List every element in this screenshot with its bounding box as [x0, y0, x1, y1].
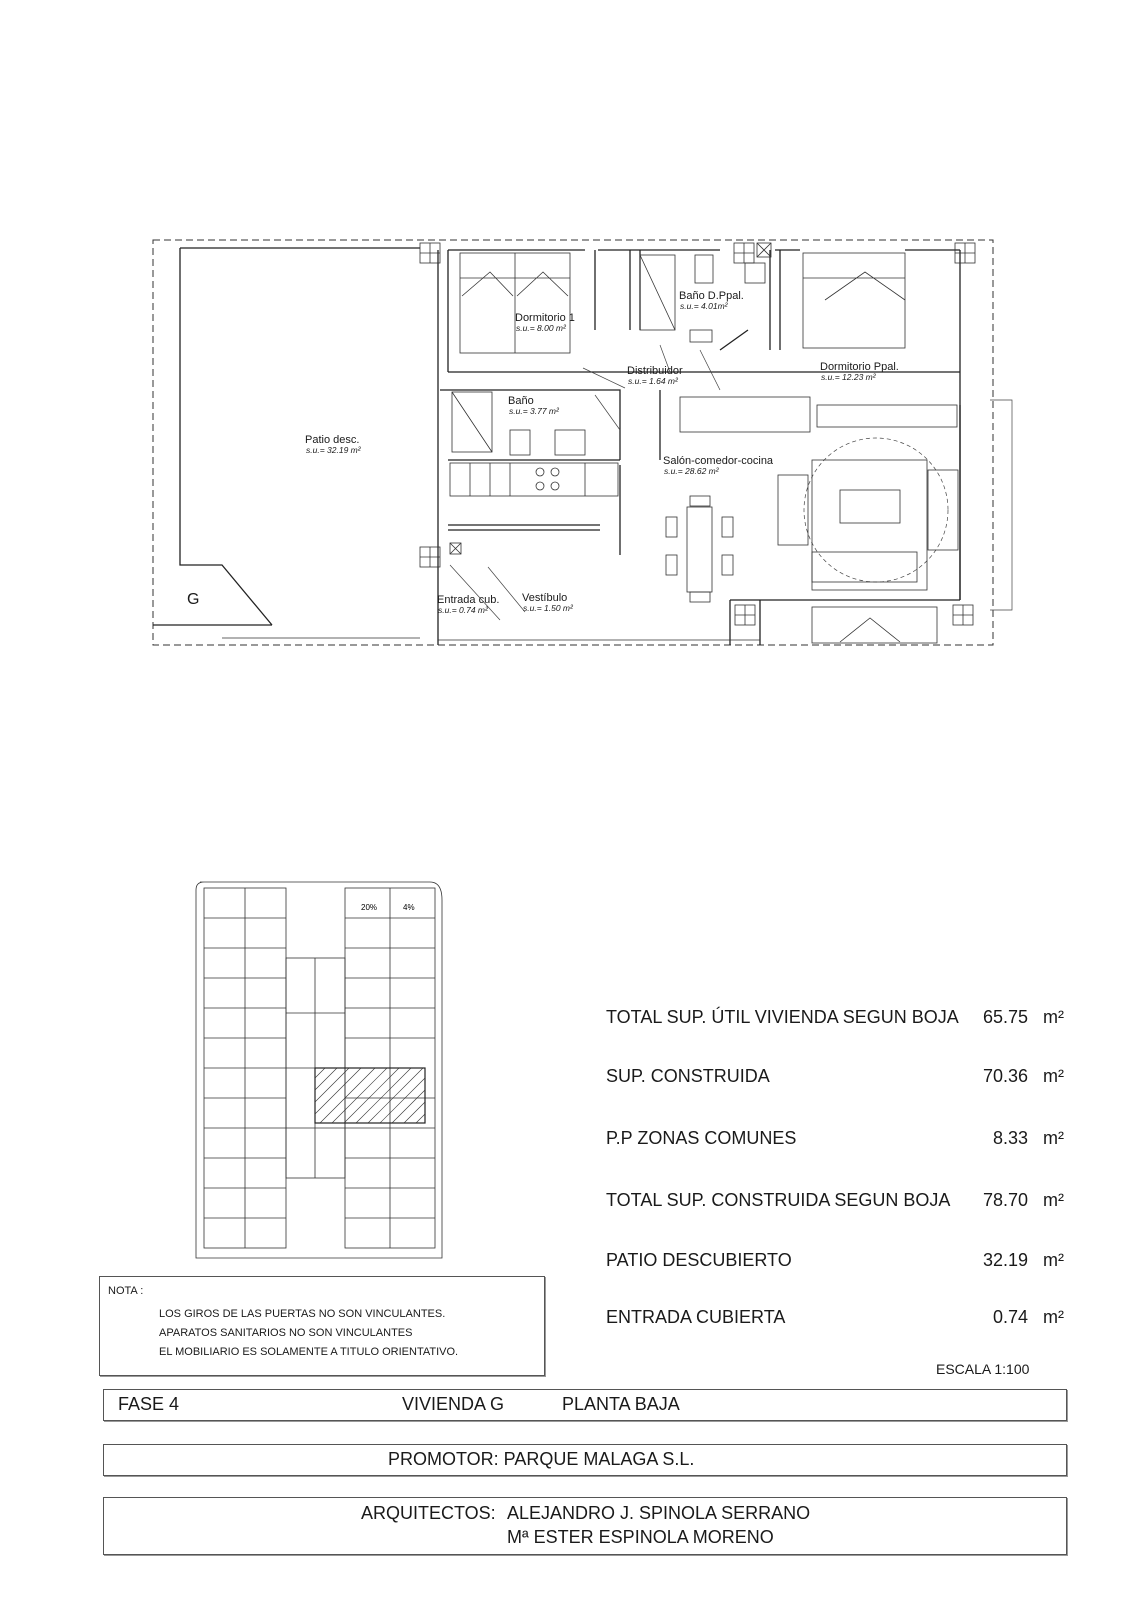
bed-dormitorio-ppal: [802, 252, 906, 349]
summary-label: SUP. CONSTRUIDA: [606, 1066, 770, 1086]
wardrobe-2: [816, 404, 958, 428]
note-box: NOTA : LOS GIROS DE LAS PUERTAS NO SON V…: [99, 1276, 545, 1376]
floor-plan: Dormitorio 1 s.u.= 8.00 m² Baño D.Ppal. …: [152, 239, 1013, 646]
svg-text:s.u.= 0.74 m²: s.u.= 0.74 m²: [438, 605, 489, 615]
svg-text:Dormitorio 1: Dormitorio 1: [515, 312, 575, 324]
summary-value: 65.75: [982, 1007, 1028, 1027]
svg-text:s.u.= 12.23 m²: s.u.= 12.23 m²: [821, 372, 877, 382]
room-label-entrada: Entrada cub. s.u.= 0.74 m²: [437, 594, 499, 615]
summary-value: 32.19: [982, 1250, 1028, 1270]
room-label-patio: Patio desc. s.u.= 32.19 m²: [305, 434, 362, 455]
svg-text:s.u.= 4.01m²: s.u.= 4.01m²: [680, 301, 729, 311]
room-label-dormitorio-ppal: Dormitorio Ppal. s.u.= 12.23 m²: [820, 361, 899, 382]
summary-row: P.P ZONAS COMUNES 8.33 m²: [606, 1128, 1064, 1152]
patio-wall: [153, 247, 420, 626]
svg-text:s.u.= 8.00 m²: s.u.= 8.00 m²: [516, 323, 567, 333]
front-terrace-element: [811, 606, 938, 644]
summary-row: TOTAL SUP. CONSTRUIDA SEGUN BOJA 78.70 m…: [606, 1190, 1064, 1214]
summary-label: PATIO DESCUBIERTO: [606, 1250, 792, 1270]
summary-value: 70.36: [982, 1066, 1028, 1086]
svg-text:Baño: Baño: [508, 395, 534, 407]
architect-1: ALEJANDRO J. SPINOLA SERRANO: [507, 1503, 811, 1523]
summary-unit: m²: [1043, 1128, 1064, 1148]
summary-unit: m²: [1043, 1190, 1064, 1210]
svg-text:s.u.= 1.64 m²: s.u.= 1.64 m²: [628, 376, 679, 386]
title-box-phase: FASE 4 VIVIENDA G PLANTA BAJA: [103, 1389, 1067, 1421]
bath-fixtures: [451, 254, 766, 456]
summary-unit: m²: [1043, 1250, 1064, 1270]
bottom-wall-line: [222, 637, 760, 641]
summary-row: ENTRADA CUBIERTA 0.74 m²: [606, 1307, 1064, 1331]
promoter-label: PROMOTOR: PARQUE MALAGA S.L.: [388, 1449, 695, 1469]
summary-row: SUP. CONSTRUIDA 70.36 m²: [606, 1066, 1064, 1090]
title-box-promoter: PROMOTOR: PARQUE MALAGA S.L.: [103, 1444, 1067, 1476]
svg-text:Dormitorio Ppal.: Dormitorio Ppal.: [820, 361, 899, 373]
svg-text:Vestíbulo: Vestíbulo: [522, 592, 567, 604]
unit-letter: G: [187, 591, 199, 608]
summary-unit: m²: [1043, 1066, 1064, 1086]
room-label-dormitorio-1: Dormitorio 1 s.u.= 8.00 m²: [515, 312, 575, 333]
scale-label: ESCALA 1:100: [936, 1361, 1030, 1377]
door-swings: [449, 344, 1013, 621]
living-set: [777, 437, 959, 591]
phase-label: FASE 4: [118, 1394, 180, 1414]
key-plan: 20% 4%: [195, 881, 443, 1259]
summary-unit: m²: [1043, 1307, 1064, 1327]
floor-label: PLANTA BAJA: [562, 1394, 680, 1414]
ramp-label-1: 20%: [361, 903, 377, 912]
kitchen-counter: [449, 462, 619, 497]
note-title: NOTA :: [108, 1285, 144, 1297]
summary-label: TOTAL SUP. ÚTIL VIVIENDA SEGUN BOJA: [606, 1007, 959, 1027]
summary-value: 0.74: [992, 1307, 1028, 1327]
svg-text:s.u.= 3.77 m²: s.u.= 3.77 m²: [509, 406, 560, 416]
room-label-salon: Salón-comedor-cocina s.u.= 28.62 m²: [663, 455, 774, 476]
svg-text:Baño D.Ppal.: Baño D.Ppal.: [679, 290, 744, 302]
room-label-bano-dppal: Baño D.Ppal. s.u.= 4.01m²: [679, 290, 744, 311]
wardrobe-1: [679, 396, 811, 433]
shaft-marks: [419, 242, 976, 626]
svg-text:Distribuidor: Distribuidor: [627, 365, 683, 377]
svg-text:Patio desc.: Patio desc.: [305, 434, 359, 446]
summary-label: ENTRADA CUBIERTA: [606, 1307, 786, 1327]
note-line: EL MOBILIARIO ES SOLAMENTE A TITULO ORIE…: [159, 1346, 459, 1358]
note-line: LOS GIROS DE LAS PUERTAS NO SON VINCULAN…: [159, 1308, 446, 1320]
summary-unit: m²: [1043, 1007, 1064, 1027]
note-line: APARATOS SANITARIOS NO SON VINCULANTES: [159, 1327, 413, 1339]
svg-text:s.u.= 1.50 m²: s.u.= 1.50 m²: [523, 603, 574, 613]
highlighted-unit-g: [314, 1067, 426, 1124]
summary-row: PATIO DESCUBIERTO 32.19 m²: [606, 1250, 1064, 1274]
svg-text:s.u.= 28.62 m²: s.u.= 28.62 m²: [664, 466, 720, 476]
summary-row: TOTAL SUP. ÚTIL VIVIENDA SEGUN BOJA 65.7…: [606, 1007, 1064, 1031]
summary-label: P.P ZONAS COMUNES: [606, 1128, 797, 1148]
svg-text:s.u.= 32.19 m²: s.u.= 32.19 m²: [306, 445, 362, 455]
architect-2: Mª ESTER ESPINOLA MORENO: [507, 1527, 774, 1547]
summary-label: TOTAL SUP. CONSTRUIDA SEGUN BOJA: [606, 1190, 951, 1210]
dining-table: [665, 495, 734, 603]
summary-value: 8.33: [992, 1128, 1028, 1148]
ramp-label-2: 4%: [403, 903, 415, 912]
svg-text:Entrada cub.: Entrada cub.: [437, 594, 499, 606]
architects-label: ARQUITECTOS:: [361, 1503, 496, 1523]
svg-text:Salón-comedor-cocina: Salón-comedor-cocina: [663, 455, 774, 467]
plot-boundary: [152, 239, 994, 646]
bed-dormitorio-1: [459, 252, 571, 354]
title-box-architects: ARQUITECTOS: ALEJANDRO J. SPINOLA SERRAN…: [103, 1497, 1067, 1555]
unit-label: VIVIENDA G: [402, 1394, 505, 1414]
summary-value: 78.70: [982, 1190, 1028, 1210]
room-label-vestibulo: Vestíbulo s.u.= 1.50 m²: [522, 592, 574, 613]
room-label-bano: Baño s.u.= 3.77 m²: [508, 395, 560, 416]
room-label-distribuidor: Distribuidor s.u.= 1.64 m²: [627, 365, 683, 386]
